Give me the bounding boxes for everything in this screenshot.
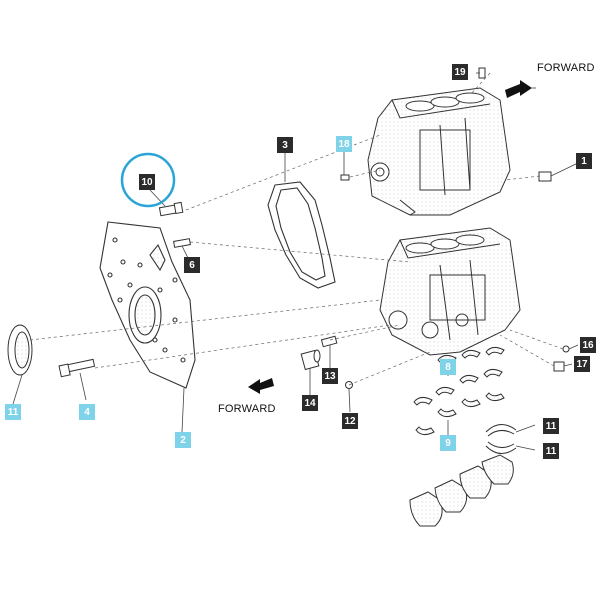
callout-19: 19 bbox=[452, 64, 468, 80]
callout-13: 12 bbox=[342, 413, 358, 429]
forward-label-top: FORWARD bbox=[537, 62, 595, 74]
forward-arrow-top-icon bbox=[505, 80, 532, 98]
callout-17: 17 bbox=[574, 356, 590, 372]
bushing-15 bbox=[300, 349, 321, 371]
bolt-10 bbox=[158, 201, 184, 217]
main-bearing-caps bbox=[409, 454, 514, 527]
callout-1: 1 bbox=[576, 153, 592, 169]
callout-12: 11 bbox=[5, 404, 21, 420]
assembly-dashed-lines bbox=[29, 72, 564, 386]
callout-18: 18 bbox=[336, 136, 352, 152]
forward-label-bottom: FORWARD bbox=[218, 403, 276, 415]
callout-2: 2 bbox=[175, 432, 191, 448]
callout-4: 4 bbox=[79, 404, 95, 420]
callout-14: 13 bbox=[322, 368, 338, 384]
cylinder-block-lower bbox=[379, 227, 521, 356]
callout-10: 10 bbox=[139, 174, 155, 190]
plug-17 bbox=[553, 361, 565, 372]
oil-seal bbox=[7, 324, 33, 376]
gasket bbox=[267, 181, 336, 289]
callout-11b: 11 bbox=[543, 443, 559, 459]
callout-9: 9 bbox=[440, 435, 456, 451]
thrust-washers bbox=[485, 424, 517, 454]
bolt-4 bbox=[58, 358, 96, 378]
callout-6: 6 bbox=[184, 257, 200, 273]
callout-15: 14 bbox=[302, 395, 318, 411]
pin-6 bbox=[173, 238, 191, 248]
callout-8: 8 bbox=[440, 359, 456, 375]
plug-1 bbox=[538, 171, 552, 182]
bearing-shells bbox=[413, 346, 505, 436]
pin-18 bbox=[340, 174, 350, 181]
cylinder-block-upper bbox=[367, 87, 511, 216]
rear-plate bbox=[99, 221, 196, 389]
plug-16 bbox=[562, 345, 570, 353]
pin-14 bbox=[320, 335, 338, 348]
callout-16: 16 bbox=[580, 337, 596, 353]
callout-3: 3 bbox=[277, 137, 293, 153]
callout-11a: 11 bbox=[543, 418, 559, 434]
forward-arrow-bottom-icon bbox=[248, 378, 274, 394]
highlight-ring bbox=[120, 152, 176, 208]
